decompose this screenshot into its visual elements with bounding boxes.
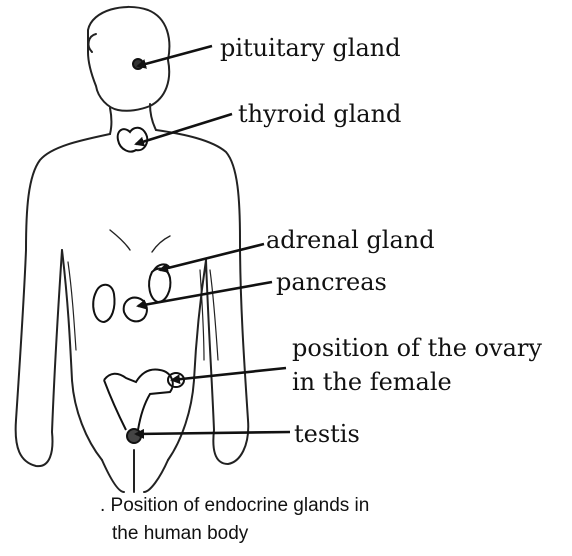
caption-line1: . Position of endocrine glands in [100,494,369,518]
adrenal-label: adrenal gland [266,226,435,254]
caption-line2: the human body [112,522,248,546]
ovary-label-line2: in the female [292,368,452,396]
testis-label: testis [294,420,360,448]
uterus-ovary-shape [104,370,173,431]
left-kidney-shape [93,285,114,322]
ear-outline [89,34,96,52]
thyroid-label: thyroid gland [238,100,401,128]
pituitary-pointer [138,46,212,66]
torso-left-side [62,250,102,460]
left-arm-outline [16,134,110,466]
ovary-pointer [172,368,286,380]
neck-outline [110,108,112,134]
head-outline [88,7,169,111]
torso-right-side [168,260,206,460]
pancreas-label: pancreas [276,268,387,296]
thyroid-pointer [136,114,232,144]
thyroid-gland-shape [118,128,148,152]
pancreas-shape [124,298,147,322]
pituitary-label: pituitary gland [220,34,401,62]
ovary-label-line1: position of the ovary [292,334,542,362]
testis-pointer [136,432,290,434]
left-leg-outline [102,460,124,492]
right-kidney-shape [149,269,170,302]
adrenal-pointer [160,244,264,270]
pancreas-pointer [138,282,272,306]
testis-mark [127,429,141,443]
